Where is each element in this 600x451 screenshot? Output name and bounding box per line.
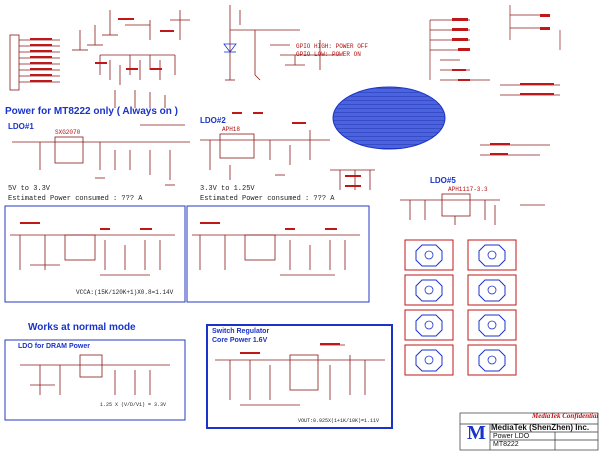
vcca-circuit xyxy=(10,234,175,276)
ldo2-label: LDO#2 xyxy=(200,116,226,125)
vcca-formula: VCCA:(15K/120K+1)X0.8=1.14V xyxy=(76,289,174,296)
gpio-low-label: GPIO LOW: POWER ON xyxy=(296,51,361,58)
title-block xyxy=(459,412,599,451)
ldo2-chip-label: APH18 xyxy=(222,126,241,133)
normal-mode-title: Works at normal mode xyxy=(28,322,136,333)
switch-regulator-circuit xyxy=(215,344,385,406)
ldo1-circuit xyxy=(12,124,190,186)
ldo5-label: LDO#5 xyxy=(430,176,456,185)
ldo5-circuit xyxy=(400,193,545,225)
sheet-title: Power LDO xyxy=(493,433,530,440)
dram-formula: 1.25 X (V/D/V1) = 3.3V xyxy=(100,402,167,408)
top-left-connector xyxy=(9,34,60,91)
switch-title-1: Switch Regulator xyxy=(212,328,270,335)
company-logo: M xyxy=(467,422,486,444)
ldo1-label: LDO#1 xyxy=(8,122,34,131)
grid-cell xyxy=(467,344,517,376)
grid-cell xyxy=(467,239,517,271)
dram-box xyxy=(4,339,186,421)
ldo2-conversion: 3.3V to 1.25V xyxy=(200,185,255,193)
gpio-high-label: GPIO HIGH: POWER OFF xyxy=(296,43,369,50)
grid-cell xyxy=(404,239,454,271)
grid-cell xyxy=(467,309,517,341)
power-switch-circuit xyxy=(225,5,340,81)
grid-cell xyxy=(404,309,454,341)
dram-circuit xyxy=(20,354,170,395)
ldo1-conversion: 5V to 3.3V xyxy=(8,185,51,193)
vout-formula: VOUT:0.925X(1+1K/10K)=1.11V xyxy=(298,418,380,424)
vcca-box xyxy=(4,205,186,303)
top-center-circuits xyxy=(72,10,190,108)
document-number: MT8222 xyxy=(493,441,519,448)
switch-title-2: Core Power 1.6V xyxy=(212,337,268,344)
switch-regulator-box xyxy=(206,324,393,429)
grid-cell xyxy=(467,274,517,306)
ldo1-chip-label: SXG2070 xyxy=(55,129,81,136)
ldo2-box xyxy=(186,205,370,303)
dram-box-title: LDO for DRAM Power xyxy=(18,343,90,350)
highlight-ellipse xyxy=(332,86,446,150)
grid-cell xyxy=(404,274,454,306)
always-on-title: Power for MT8222 only ( Always on ) xyxy=(5,106,178,117)
ldo5-chip-label: APH1117-3.3 xyxy=(448,186,488,193)
ldo2-power-note: Estimated Power consumed : ??? A xyxy=(200,195,335,203)
decoupling-grid xyxy=(404,239,517,376)
confidential-stamp: MediaTek Confidential xyxy=(532,412,599,420)
ldo1-power-note: Estimated Power consumed : ??? A xyxy=(8,195,143,203)
grid-cell xyxy=(404,344,454,376)
company-name: MediaTek (ShenZhen) Inc. xyxy=(491,423,590,432)
ldo2-circuit xyxy=(200,130,330,180)
ldo2-box-circuit xyxy=(192,234,360,276)
